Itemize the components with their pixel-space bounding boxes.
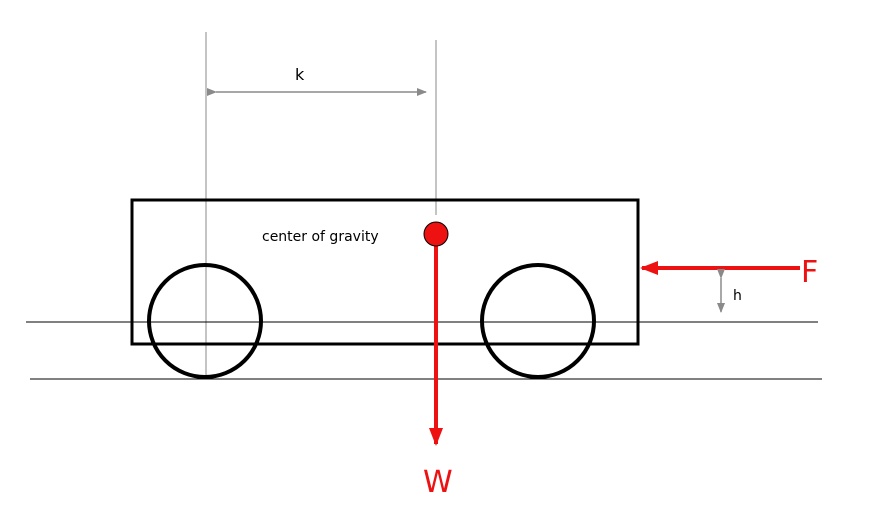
car-body bbox=[130, 198, 640, 346]
h-label: h bbox=[733, 288, 742, 304]
center-of-gravity-point bbox=[423, 221, 449, 247]
weight-label: W bbox=[423, 465, 453, 500]
rear-wheel bbox=[480, 263, 596, 379]
force-f-label: F bbox=[801, 255, 818, 290]
front-wheel bbox=[147, 263, 263, 379]
k-label: k bbox=[295, 65, 305, 84]
center-of-gravity-label: center of gravity bbox=[262, 229, 379, 245]
